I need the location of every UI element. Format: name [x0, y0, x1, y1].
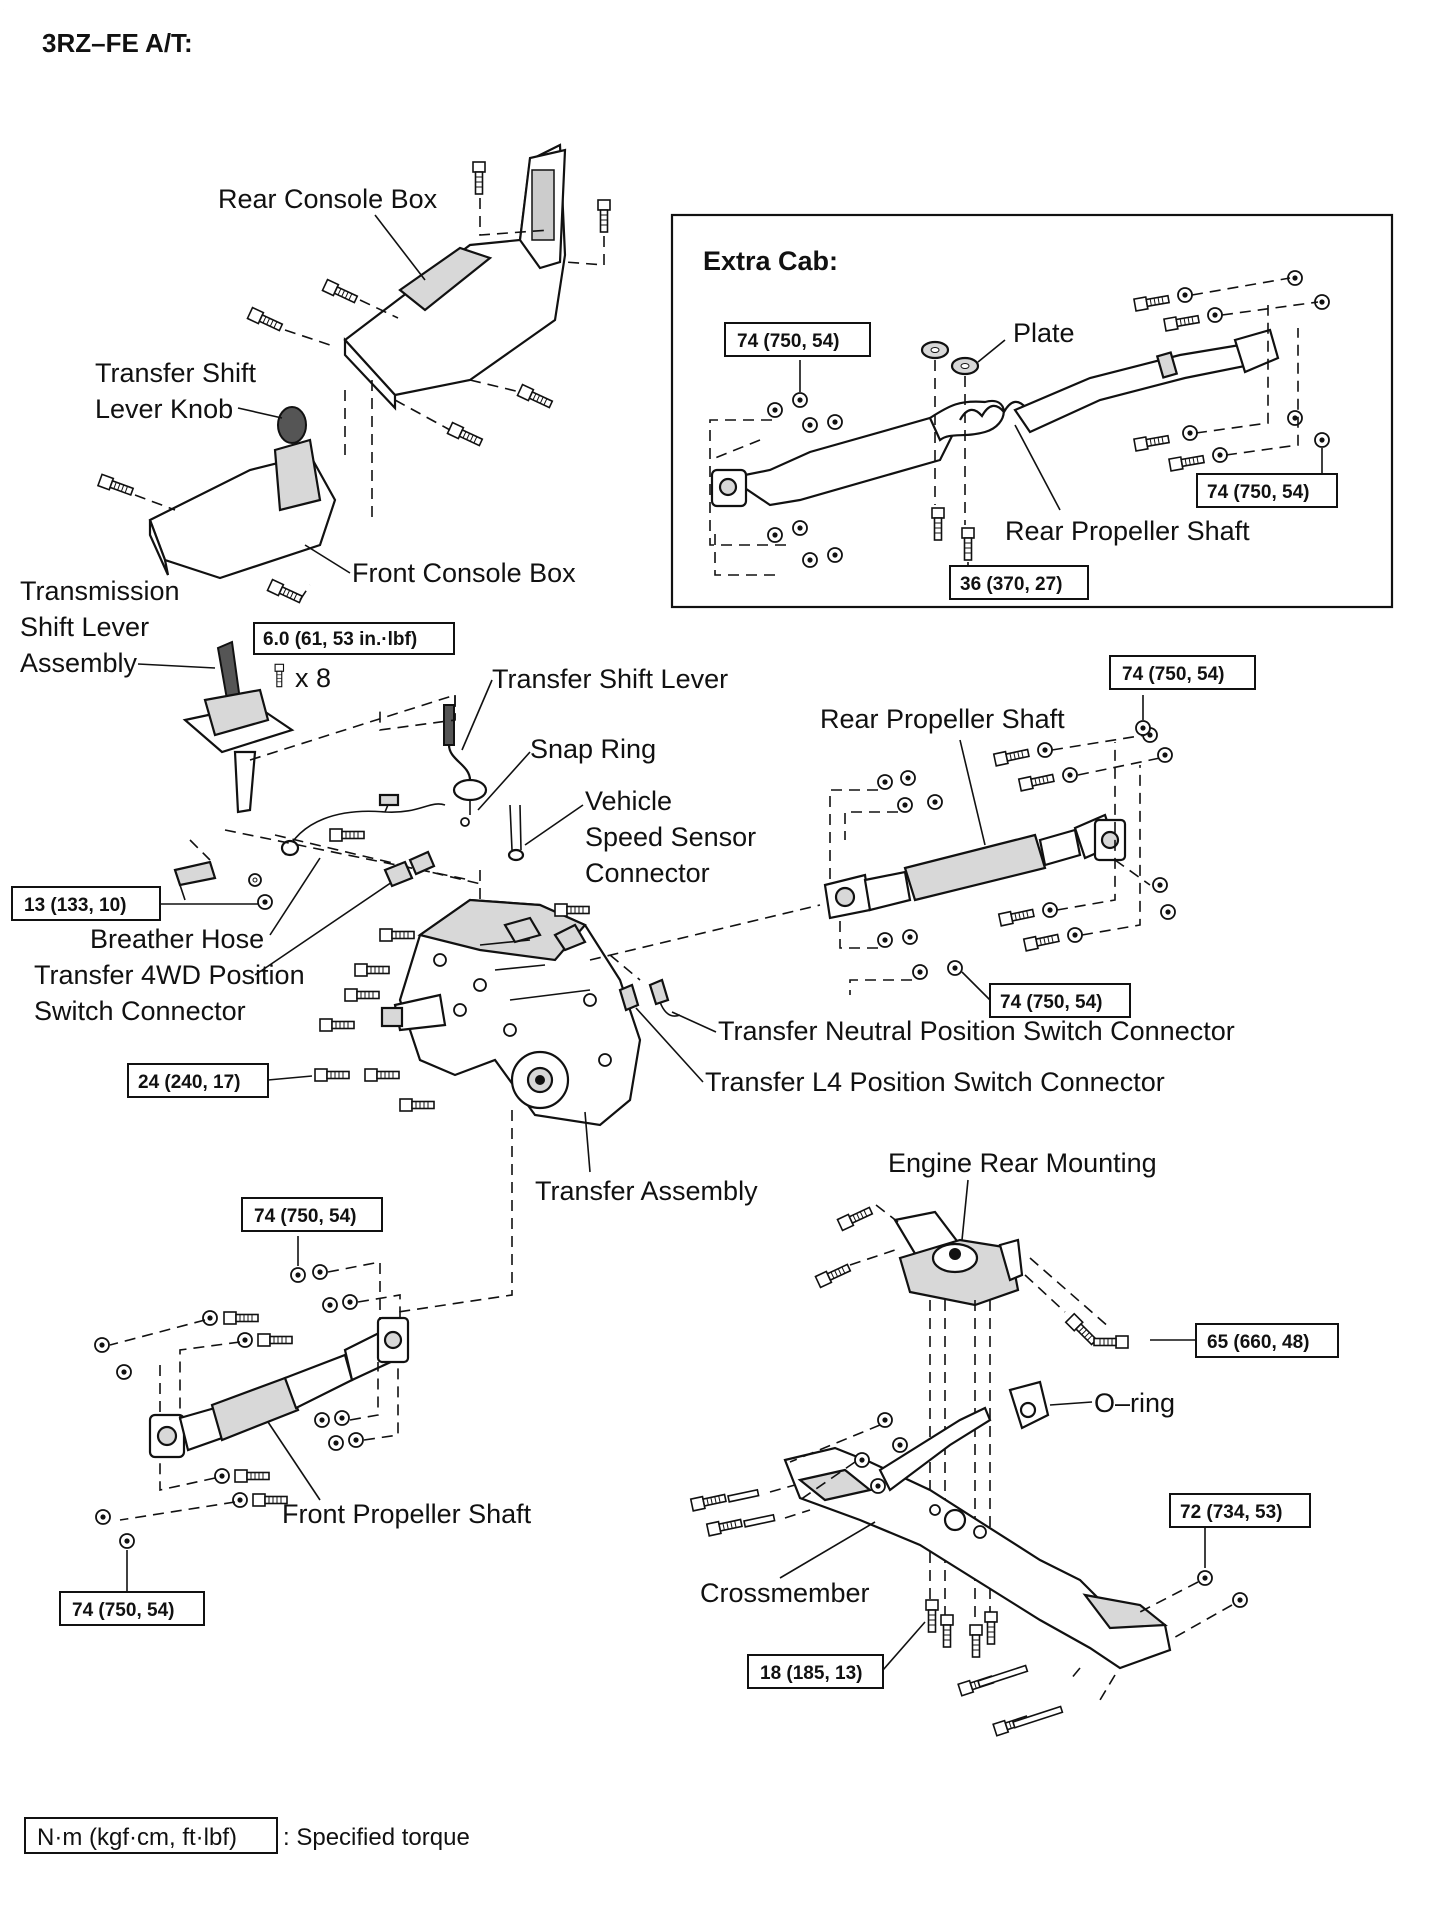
- rear-propeller-shaft-inset-label: Rear Propeller Shaft: [1005, 516, 1250, 546]
- transmission-shift-lever-assembly: [182, 640, 295, 814]
- transfer-assembly: [380, 898, 642, 1127]
- torque-shift-lever-bolts: 6.0 (61, 53 in.·lbf): [263, 629, 417, 650]
- inset-title: Extra Cab:: [703, 246, 838, 276]
- torque-transfer-mount: 24 (240, 17): [138, 1072, 240, 1093]
- torque-rear-shaft-bottom: 74 (750, 54): [1000, 992, 1102, 1013]
- transfer-neutral-position-switch-connector: [648, 978, 681, 1017]
- transfer-shift-lever-knob-label-2: Lever Knob: [95, 394, 233, 424]
- extra-cab-inset: Extra Cab:: [670, 213, 1394, 609]
- front-propeller-shaft: [148, 1316, 410, 1459]
- legend-unit-box: N·m (kgf·cm, ft·lbf): [37, 1824, 237, 1851]
- transmission-shift-lever-label-3: Assembly: [20, 648, 138, 678]
- transfer-l4-position-switch-connector: [618, 983, 640, 1012]
- transfer-4wd-label-1: Transfer 4WD Position: [34, 960, 305, 990]
- torque-front-shaft-bottom: 74 (750, 54): [72, 1600, 174, 1621]
- torque-rear-shaft-top: 74 (750, 54): [1122, 664, 1224, 685]
- transfer-4wd-position-switch-connector: [383, 850, 436, 888]
- rear-console-box: [343, 143, 567, 411]
- neutral-switch-label: Transfer Neutral Position Switch Connect…: [718, 1016, 1235, 1046]
- wire-harness-left: [173, 860, 217, 901]
- torque-legend: N·m (kgf·cm, ft·lbf) : Specified torque: [24, 1817, 470, 1854]
- torque-crossmember-right: 72 (734, 53): [1180, 1502, 1282, 1523]
- torque-crossmember-bottom: 18 (185, 13): [760, 1663, 862, 1684]
- transfer-shift-lever-knob-label-1: Transfer Shift: [95, 358, 257, 388]
- torque-inset-center: 36 (370, 27): [960, 574, 1062, 595]
- rear-propeller-shaft: [823, 813, 1127, 920]
- front-propeller-shaft-label: Front Propeller Shaft: [282, 1499, 532, 1529]
- snap-ring: [460, 817, 470, 827]
- bolt-count-label: x 8: [295, 663, 331, 693]
- torque-inset-rear: 74 (750, 54): [1207, 482, 1309, 503]
- l4-switch-label: Transfer L4 Position Switch Connector: [705, 1067, 1165, 1097]
- torque-breather-bracket: 13 (133, 10): [24, 895, 126, 916]
- front-console-box: [148, 406, 337, 580]
- transfer-shift-lever: [443, 704, 488, 815]
- transfer-shift-lever-knob: [277, 406, 307, 444]
- torque-inset-front: 74 (750, 54): [737, 331, 839, 352]
- torque-front-shaft-top: 74 (750, 54): [254, 1206, 356, 1227]
- crossmember-label: Crossmember: [700, 1578, 870, 1608]
- page-title: 3RZ–FE A/T:: [42, 28, 193, 58]
- vss-label-3: Connector: [585, 858, 710, 888]
- vehicle-speed-sensor-connector: [507, 804, 525, 862]
- rear-console-box-label: Rear Console Box: [218, 184, 438, 214]
- engine-rear-mounting: [893, 1210, 1024, 1307]
- vss-label-1: Vehicle: [585, 786, 672, 816]
- snap-ring-label: Snap Ring: [530, 734, 656, 764]
- o-ring: [1008, 1380, 1050, 1430]
- legend-description: : Specified torque: [283, 1824, 470, 1851]
- crossmember: [783, 1406, 1172, 1670]
- transfer-shift-lever-label: Transfer Shift Lever: [492, 664, 728, 694]
- breather-hose-label: Breather Hose: [90, 924, 264, 954]
- front-console-box-label: Front Console Box: [352, 558, 576, 588]
- torque-engine-mount: 65 (660, 48): [1207, 1332, 1309, 1353]
- o-ring-label: O–ring: [1094, 1388, 1175, 1418]
- transfer-4wd-label-2: Switch Connector: [34, 996, 246, 1026]
- plate-label: Plate: [1013, 318, 1075, 348]
- breather-hose: [280, 793, 446, 857]
- rear-propeller-shaft-label: Rear Propeller Shaft: [820, 704, 1065, 734]
- transmission-shift-lever-label-1: Transmission: [20, 576, 180, 606]
- vss-label-2: Speed Sensor: [585, 822, 756, 852]
- transmission-shift-lever-label-2: Shift Lever: [20, 612, 149, 642]
- transfer-assembly-label: Transfer Assembly: [535, 1176, 758, 1206]
- engine-rear-mounting-label: Engine Rear Mounting: [888, 1148, 1157, 1178]
